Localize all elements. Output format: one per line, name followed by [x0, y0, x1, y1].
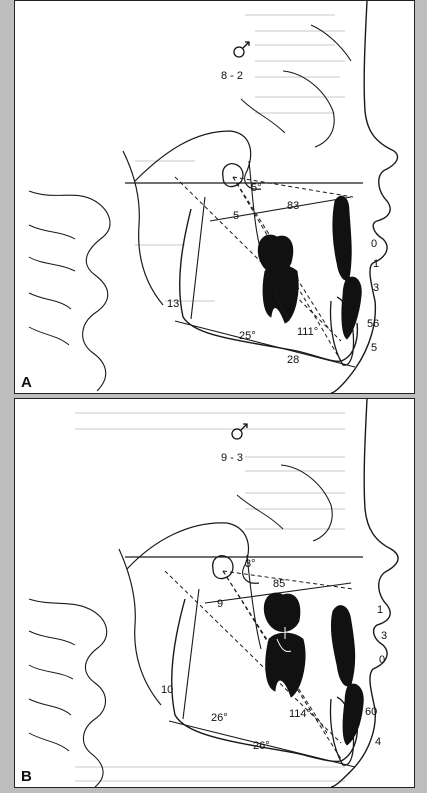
pterygoid-line-b	[246, 554, 262, 650]
angle-top-b: 3°	[245, 558, 256, 570]
soft-tissue-profile-a	[330, 1, 399, 393]
male-symbol-b	[231, 423, 248, 440]
dashed-reference-lines-a	[174, 176, 354, 362]
mandible-outline-b	[171, 598, 359, 763]
lower-incisor-b	[342, 683, 364, 746]
panel-b: 9 - 3 3° 85 9 10 26° 26° 114° 60 1 3 0 4…	[14, 398, 415, 788]
angle-25-a: 25°	[239, 330, 256, 342]
ramus-line-a	[190, 196, 206, 320]
ethmoid-line-a	[240, 98, 286, 134]
lower-molar-a	[262, 264, 299, 324]
cervical-vertebrae-b	[28, 598, 108, 787]
incisor-0-a: 0	[371, 238, 377, 250]
lower-incisor-a	[341, 276, 362, 340]
lower-molar-b	[265, 632, 306, 698]
molar-outline-b	[276, 627, 292, 652]
incisor-4-b: 4	[375, 736, 381, 748]
mandible-outline-a	[179, 208, 359, 363]
orbit-outline-a	[282, 70, 335, 148]
upper-molar-b	[263, 592, 301, 632]
upper-incisor-a	[332, 195, 352, 281]
vertebra-lines-b	[28, 630, 76, 752]
value-9-b: 9	[217, 598, 223, 610]
male-symbol-a	[233, 41, 250, 58]
value-83-a: 83	[287, 200, 299, 212]
incisor-3-a: 3	[373, 282, 379, 294]
value-111-a: 111°	[297, 326, 318, 338]
molars-a	[257, 234, 299, 324]
dashed-reference-lines-b	[164, 570, 354, 760]
incisor-1-b: 1	[377, 604, 383, 616]
value-85-b: 85	[273, 578, 285, 590]
angle-top-a: 5°	[251, 182, 262, 194]
value-28-a: 28	[287, 354, 299, 366]
value-5-a: 5	[233, 210, 239, 222]
panel-letter-a: A	[21, 374, 32, 391]
cranial-base-b	[126, 522, 260, 584]
vertebra-lines-a	[28, 224, 76, 346]
incisor-0-b: 0	[379, 654, 385, 666]
pterygoid-line-a	[248, 160, 262, 252]
cephalometric-tracing-a: 8 - 2 5° 83 5 13 25° 111° 28 56 0 1 3 5 …	[21, 1, 399, 393]
age-label-a: 8 - 2	[221, 70, 243, 82]
occipital-curve-a	[122, 150, 164, 306]
value-60-b: 60	[365, 706, 377, 718]
value-13-a: 13	[167, 298, 179, 310]
incisors-a	[332, 195, 362, 340]
palatal-plane-a	[209, 196, 352, 222]
molars-b	[263, 592, 306, 698]
soft-tissue-profile-b	[330, 399, 399, 787]
incisor-3-b: 3	[381, 630, 387, 642]
background-text-a	[135, 14, 345, 302]
occipital-curve-b	[118, 548, 162, 706]
sella-turcica-b	[212, 555, 234, 580]
value-114-b: 114°	[289, 708, 311, 720]
sella-turcica-a	[222, 163, 244, 188]
value-56-a: 56	[367, 318, 379, 330]
angle-26a-b: 26°	[211, 712, 228, 724]
background-text-b	[75, 412, 345, 782]
cervical-vertebrae-a	[28, 190, 111, 392]
incisor-5-a: 5	[371, 342, 377, 354]
panel-a: 8 - 2 5° 83 5 13 25° 111° 28 56 0 1 3 5 …	[14, 0, 415, 394]
ramus-line-b	[182, 588, 200, 720]
cephalometric-tracing-b: 9 - 3 3° 85 9 10 26° 26° 114° 60 1 3 0 4…	[21, 399, 399, 787]
incisors-b	[330, 605, 364, 746]
molar-outline-a	[272, 284, 290, 322]
orbit-outline-b	[280, 464, 333, 542]
incisor-1-a: 1	[373, 258, 379, 270]
ethmoid-line-b	[236, 494, 284, 530]
age-label-b: 9 - 3	[221, 452, 243, 464]
angle-26b-b: 26°	[253, 740, 270, 752]
mandibular-plane-b	[168, 720, 356, 768]
panel-letter-b: B	[21, 768, 32, 785]
mandibular-plane-a	[174, 320, 356, 368]
upper-incisor-b	[330, 605, 356, 687]
frontal-line-a	[310, 24, 352, 62]
value-10-b: 10	[161, 684, 173, 696]
